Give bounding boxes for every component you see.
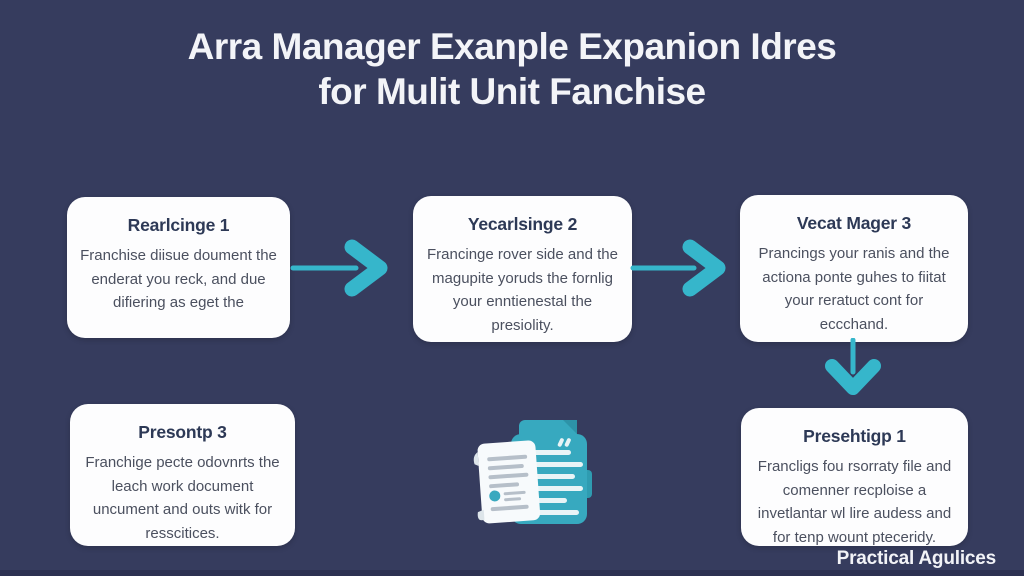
diagram-title-line2: for Mulit Unit Fanchise bbox=[318, 71, 706, 112]
step-card-1-heading: Rearlcinge 1 bbox=[127, 215, 230, 235]
step-card-5: Presehtigp 1 Francligs fou rsorraty file… bbox=[741, 408, 968, 546]
arrow-right-icon bbox=[290, 235, 395, 306]
arrow-down-icon bbox=[820, 337, 886, 405]
arrow-right-icon bbox=[630, 235, 732, 306]
step-card-4-body: Franchige pecte odovnrts the leach work … bbox=[85, 454, 280, 542]
step-card-2-heading: Yecarlsinge 2 bbox=[467, 214, 578, 234]
step-card-1-body: Franchise diisue doument the enderat you… bbox=[80, 247, 277, 311]
step-card-2-body: Francinge rover side and the magupite yo… bbox=[427, 246, 618, 334]
step-card-4: Presontp 3 Franchige pecte odovnrts the … bbox=[70, 404, 295, 546]
document-scroll-icon bbox=[453, 414, 593, 547]
step-card-5-heading: Presehtigp 1 bbox=[803, 426, 906, 446]
step-card-2: Yecarlsinge 2 Francinge rover side and t… bbox=[413, 196, 632, 342]
step-card-4-heading: Presontp 3 bbox=[138, 422, 227, 442]
step-card-3: Vecat Mager 3 Prancings your ranis and t… bbox=[740, 195, 968, 342]
bottom-edge-strip bbox=[0, 570, 1024, 576]
step-card-3-body: Prancings your ranis and the actiona pon… bbox=[758, 245, 950, 333]
step-card-3-heading: Vecat Mager 3 bbox=[796, 213, 912, 233]
step-card-1: Rearlcinge 1 Franchise diisue doument th… bbox=[67, 197, 290, 338]
diagram-title: Arra Manager Exanple Expanion Idres for … bbox=[0, 24, 1024, 114]
step-card-5-body: Francligs fou rsorraty file and comenner… bbox=[757, 458, 952, 546]
diagram-title-line1: Arra Manager Exanple Expanion Idres bbox=[187, 26, 837, 67]
watermark-credit: Practical Agulices bbox=[836, 548, 997, 569]
